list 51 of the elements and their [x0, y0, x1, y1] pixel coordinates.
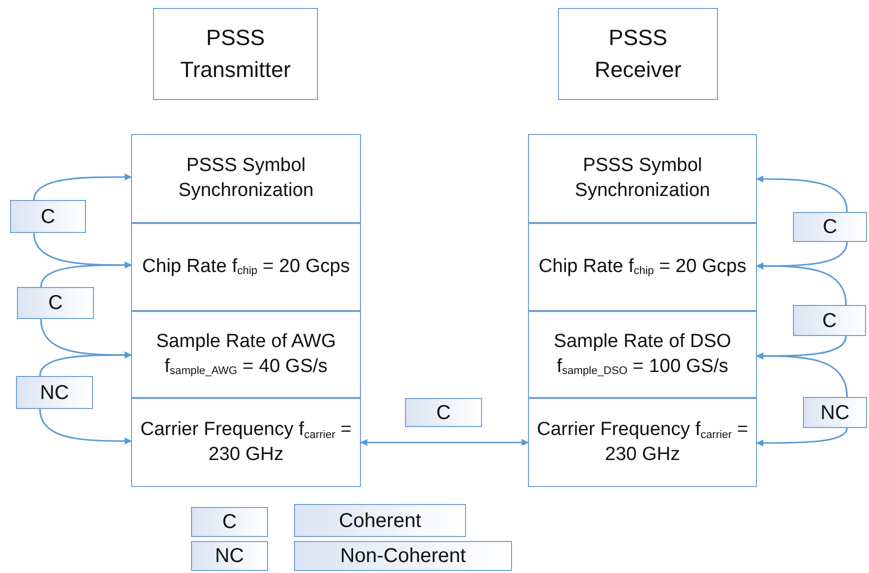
node-text: C: [222, 512, 237, 532]
node-text: NC: [215, 546, 244, 566]
layer-box: [131, 311, 361, 398]
node-text: Carrier Frequency f$_{carrier}$ = 230 GHz: [139, 418, 353, 466]
tag-label-box: [793, 305, 866, 336]
block-title-box: [558, 8, 718, 100]
curved-arrow: [756, 428, 848, 446]
node-text: C: [822, 310, 837, 330]
node-text: C: [48, 293, 63, 313]
block-title-box: [153, 8, 318, 100]
node-text: Chip Rate f$_{chip}$ = 20 Gcps: [538, 254, 746, 280]
curved-arrow: [39, 352, 132, 376]
node-text: C: [436, 402, 451, 422]
node-text: PSSS Transmitter: [179, 24, 292, 84]
layer-box: [131, 134, 361, 223]
node-text: PSSS Receiver: [594, 24, 682, 84]
tag-label-box: [803, 397, 867, 428]
tag-label-box: [16, 376, 93, 409]
curved-arrow: [756, 262, 847, 306]
node-text: NC: [820, 402, 850, 422]
tag-label-box: [793, 212, 867, 242]
tag-label-box: [405, 398, 482, 427]
layer-box: [131, 398, 361, 487]
tag-label-box: [191, 507, 268, 537]
tag-label-box: [294, 541, 512, 571]
node-text: PSSS Symbol Synchronization: [177, 154, 315, 202]
layer-box: [528, 223, 757, 311]
node-text: Sample Rate of DSO f$_{sample_DSO}$ = 100 GS/s: [552, 330, 732, 380]
layer-box: [528, 398, 757, 487]
node-text: NC: [40, 382, 69, 402]
node-text: Coherent: [338, 510, 422, 530]
node-text: Carrier Frequency f$_{carrier}$ = 230 GHz: [536, 418, 750, 466]
curved-arrow: [40, 262, 132, 288]
curved-arrow: [756, 352, 848, 398]
node-text: C: [40, 206, 56, 226]
tag-label-box: [294, 504, 466, 537]
curved-arrow: [756, 176, 848, 212]
tag-label-box: [191, 541, 268, 571]
layer-box: [528, 134, 757, 223]
tag-label-box: [10, 200, 86, 233]
tag-label-box: [17, 287, 94, 319]
layer-box: [528, 311, 757, 398]
node-text: PSSS Symbol Synchronization: [574, 154, 712, 202]
node-text: Non-Coherent: [340, 546, 466, 566]
node-text: C: [822, 217, 838, 237]
curved-arrow: [39, 408, 132, 444]
curved-arrow: [360, 439, 529, 446]
curved-arrow: [33, 174, 132, 200]
node-text: Chip Rate f$_{chip}$ = 20 Gcps: [142, 254, 350, 280]
node-text: Sample Rate of AWG f$_{sample_AWG}$ = 40 GS/s: [155, 330, 337, 380]
layer-box: [131, 223, 361, 311]
